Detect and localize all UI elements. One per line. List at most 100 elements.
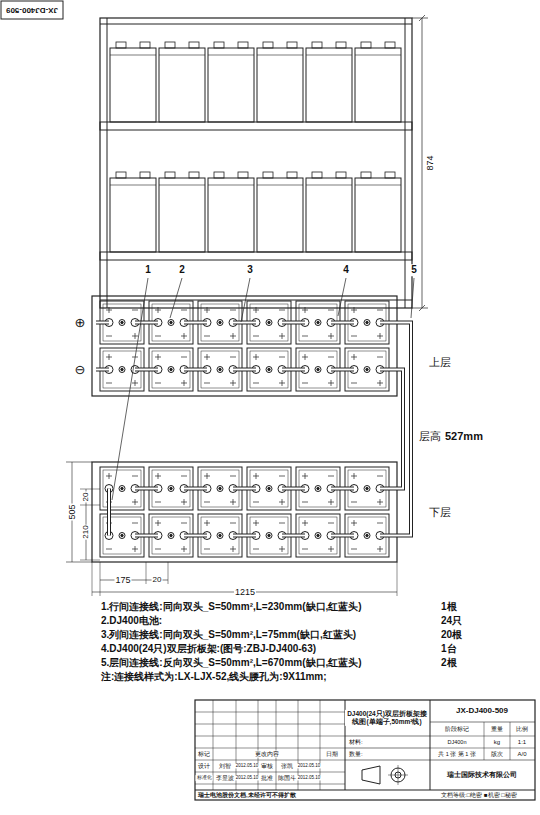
drawing-rect — [116, 42, 126, 48]
dimension: 20 — [152, 575, 163, 584]
drawing-line — [92, 562, 93, 596]
drawing-line — [257, 185, 303, 186]
title-block-cell: 日期 — [325, 751, 339, 758]
drawing-rect — [263, 172, 273, 178]
cable — [233, 321, 256, 325]
drawing-line — [430, 736, 535, 737]
dimension: 175 — [114, 575, 131, 585]
terminal — [170, 368, 172, 370]
cable-core — [96, 322, 109, 324]
drawing-line — [354, 473, 355, 479]
drawing-line — [195, 724, 345, 725]
cable — [233, 534, 256, 538]
drawing-rect — [189, 42, 199, 48]
cable — [331, 487, 354, 491]
drawing-line — [412, 18, 428, 19]
title-block-cell: 文档等级:□绝密 ■机密 □秘密 — [440, 792, 518, 799]
title-block-cell: 版次 — [490, 751, 504, 758]
drawing-line — [233, 333, 234, 339]
cable — [282, 534, 305, 538]
drawing-line — [110, 55, 156, 56]
drawing-line — [100, 24, 412, 25]
drawing-line — [331, 380, 332, 386]
cable — [331, 368, 354, 372]
drawing-line — [354, 307, 355, 313]
note-text: 4.DJ400(24只)双层折板架:(图号:ZBJ-DJ400-63) — [100, 643, 317, 655]
cable — [331, 534, 354, 538]
drawing-line — [155, 502, 161, 503]
drawing-line — [328, 476, 334, 477]
drawing-line — [100, 300, 412, 301]
drawing-line — [230, 310, 236, 311]
drawing-line — [345, 748, 430, 749]
terminal — [366, 534, 368, 536]
note-text: 注:连接线样式为:LX-LJX-52,线头腰孔为:9X11mm; — [100, 671, 328, 683]
drawing-line — [184, 380, 185, 386]
drawing-line — [204, 502, 210, 503]
title-block-cell: 数量: — [348, 751, 364, 758]
drawing-rect — [214, 42, 224, 48]
cable-core — [135, 322, 158, 324]
drawing-line — [253, 502, 259, 503]
cable-core — [184, 322, 207, 324]
drawing-line — [380, 546, 381, 552]
terminal — [366, 487, 368, 489]
drawing-rect — [140, 42, 150, 48]
terminal — [219, 321, 221, 323]
cable — [233, 368, 256, 372]
cable-core — [282, 322, 305, 324]
terminal — [315, 367, 321, 373]
drawing-line — [207, 520, 208, 526]
drawing-rect — [312, 172, 322, 178]
terminal — [217, 320, 223, 326]
terminal — [364, 367, 370, 373]
drawing-rect — [195, 700, 535, 800]
terminal — [217, 533, 223, 539]
terminal — [266, 320, 272, 326]
cable-core — [233, 369, 256, 371]
cable — [184, 487, 207, 491]
terminal — [266, 533, 272, 539]
drawing-line — [155, 383, 161, 384]
drawing-line — [195, 712, 345, 713]
drawing-line — [66, 562, 92, 563]
drawing-line — [419, 305, 425, 311]
drawing-line — [305, 520, 306, 526]
drawing-line — [204, 336, 210, 337]
drawing-rect — [189, 172, 199, 178]
cable-core — [282, 488, 305, 490]
drawing-line — [430, 760, 535, 761]
cable-core — [331, 369, 354, 371]
drawing-line — [256, 354, 257, 360]
drawing-line — [207, 473, 208, 479]
terminal — [366, 368, 368, 370]
drawing-line — [306, 55, 352, 56]
drawing-line — [302, 502, 308, 503]
drawing-line — [279, 357, 285, 358]
drawing-line — [168, 562, 169, 584]
terminal — [119, 486, 125, 492]
drawing-line — [305, 473, 306, 479]
cable — [96, 321, 109, 325]
drawing-line — [158, 473, 159, 479]
drawing-line — [377, 310, 383, 311]
drawing-rect — [312, 42, 322, 48]
drawing-line — [132, 310, 138, 311]
cable — [331, 321, 354, 325]
dimension: 20 — [81, 492, 90, 503]
terminal — [119, 367, 125, 373]
drawing-line — [100, 562, 101, 596]
drawing-line — [109, 473, 110, 479]
note-text: 24只 — [440, 615, 463, 627]
dimension: 505 — [67, 503, 77, 520]
drawing-line — [184, 546, 185, 552]
drawing-line — [107, 18, 108, 308]
drawing-line — [328, 357, 334, 358]
terminal — [268, 487, 270, 489]
drawing-line — [412, 308, 428, 309]
cable-core — [184, 488, 207, 490]
terminal — [168, 533, 174, 539]
drawing-line — [305, 354, 306, 360]
drawing-line — [159, 55, 205, 56]
